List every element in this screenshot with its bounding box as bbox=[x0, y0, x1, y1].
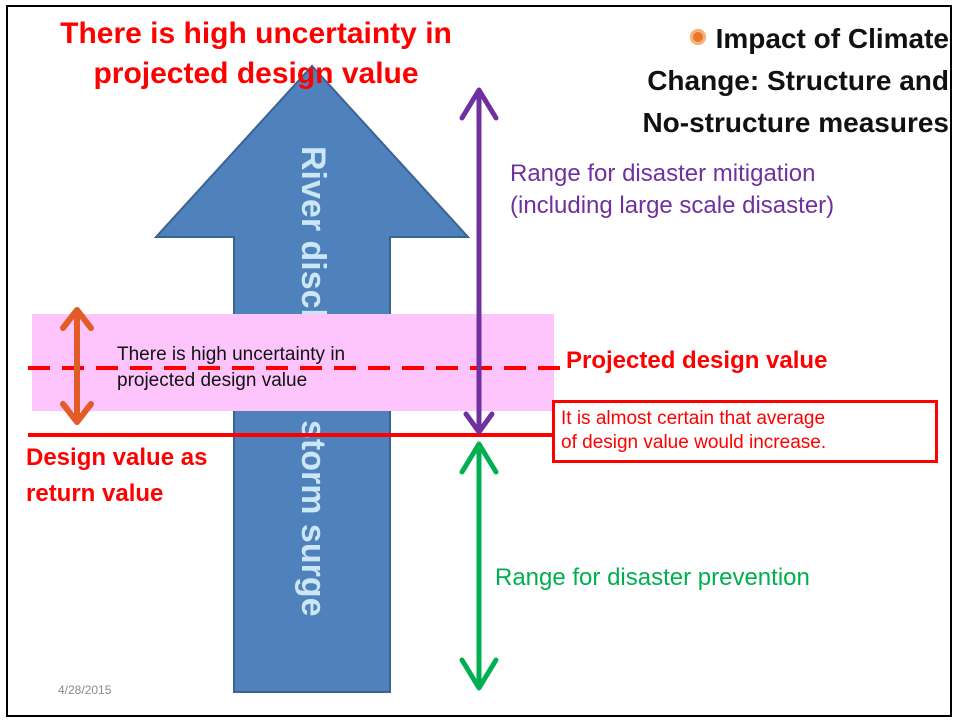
mitigation-range-arrow bbox=[459, 87, 499, 435]
prevention-range-arrow bbox=[459, 441, 499, 691]
headline-line-2: projected design value bbox=[93, 57, 419, 90]
title-line-3: No-structure measures bbox=[642, 107, 949, 138]
uncertainty-band-text: There is high uncertainty in projected d… bbox=[117, 342, 345, 394]
certain-note-box: It is almost certain that average of des… bbox=[552, 400, 938, 463]
uncertainty-double-arrow bbox=[60, 307, 94, 425]
design-value-label: Design value as return value bbox=[26, 440, 207, 512]
certain-note-line-1: It is almost certain that average bbox=[561, 408, 826, 429]
title-line-2: Change: Structure and bbox=[647, 65, 949, 96]
mitigation-range-label: Range for disaster mitigation (including… bbox=[510, 158, 834, 222]
headline-line-1: There is high uncertainty in bbox=[60, 17, 452, 50]
slide-title: Impact of Climate Change: Structure and … bbox=[569, 18, 949, 144]
mitigation-range-line-1: Range for disaster mitigation bbox=[510, 160, 816, 187]
slide-frame bbox=[6, 5, 952, 717]
uncertainty-text-line-2: projected design value bbox=[117, 370, 308, 391]
uncertainty-text-line-1: There is high uncertainty in bbox=[117, 344, 346, 365]
design-value-line-1: Design value as bbox=[26, 444, 208, 471]
projected-design-value-label: Projected design value bbox=[566, 347, 828, 374]
slide-date: 4/28/2015 bbox=[58, 683, 112, 697]
title-line-1: Impact of Climate bbox=[569, 18, 949, 60]
headline: There is high uncertainty in projected d… bbox=[36, 14, 476, 94]
orange-circle-bullet-icon bbox=[689, 29, 706, 45]
certain-note-line-2: of design value would increase. bbox=[561, 432, 827, 453]
uncertainty-band bbox=[32, 314, 554, 411]
design-value-line-2: return value bbox=[26, 480, 164, 507]
mitigation-range-line-2: (including large scale disaster) bbox=[510, 192, 835, 219]
prevention-range-label: Range for disaster prevention bbox=[495, 564, 810, 591]
